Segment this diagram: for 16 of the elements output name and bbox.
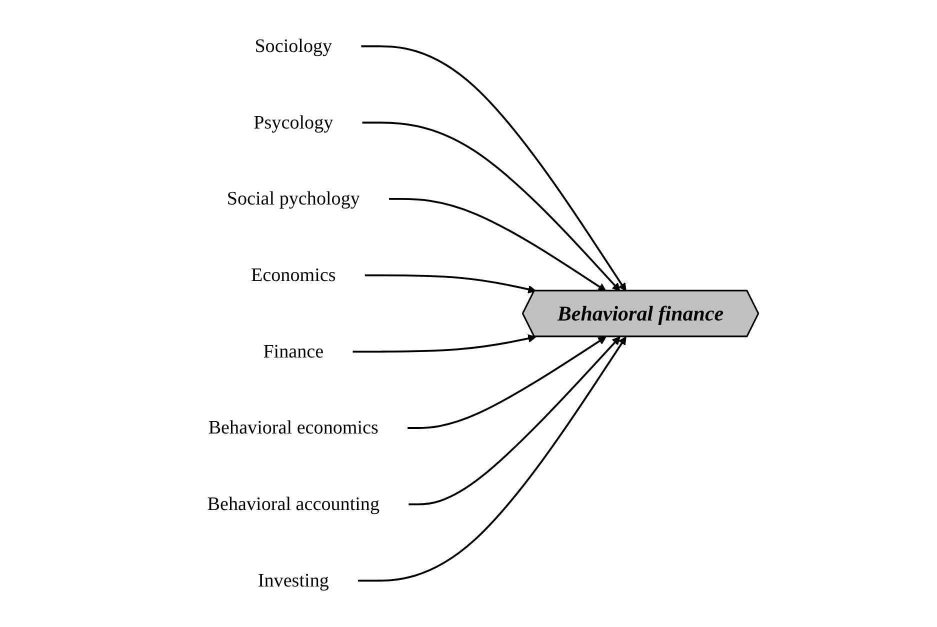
- arrow: [360, 45, 626, 292]
- node-text: Sociology: [254, 36, 332, 57]
- arrow: [352, 334, 536, 353]
- node-text: Investing: [258, 570, 329, 592]
- node-text: Behavioral economics: [208, 418, 378, 439]
- node-text: Behavioral accounting: [207, 494, 380, 515]
- node-text: Social pychology: [226, 188, 360, 210]
- arrow: [407, 336, 606, 429]
- node-text: Finance: [263, 341, 324, 362]
- arrow: [364, 274, 536, 294]
- arrow: [408, 336, 620, 506]
- arrow: [362, 122, 620, 292]
- arrow: [358, 336, 626, 582]
- arrow: [388, 198, 606, 292]
- node-text: Psycology: [254, 112, 334, 134]
- node-text: Economics: [250, 264, 336, 286]
